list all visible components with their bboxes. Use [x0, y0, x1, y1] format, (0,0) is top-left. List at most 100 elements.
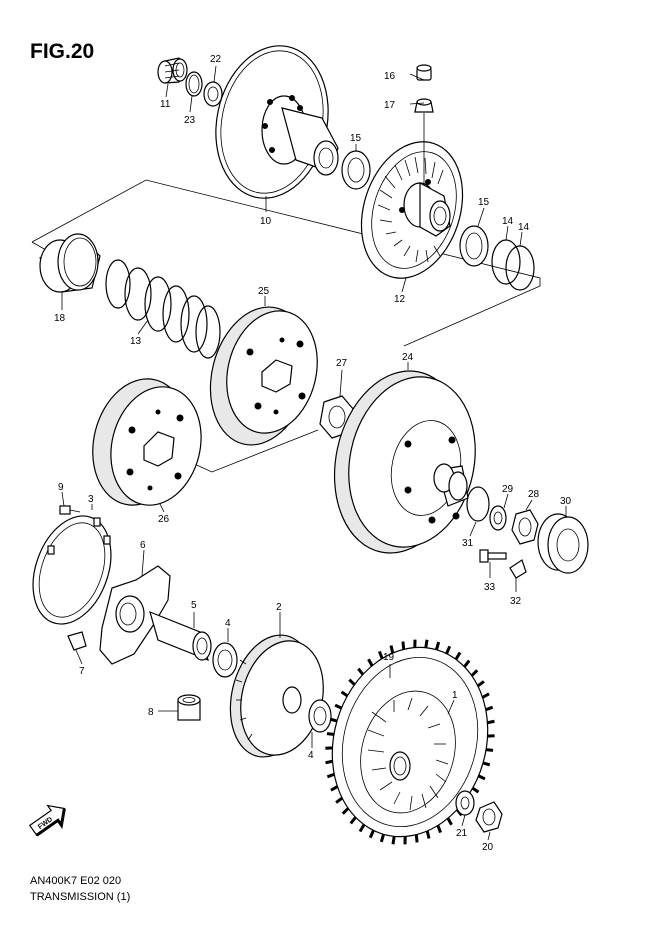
gear-tooth	[425, 830, 431, 839]
gear-tooth	[436, 824, 442, 834]
callout-3: 3	[88, 494, 94, 505]
part-15-oil-seal-lower	[459, 225, 489, 267]
callout-22: 22	[210, 54, 222, 65]
gear-tooth	[487, 719, 495, 725]
part-17-nut	[414, 98, 434, 113]
part-10-fixed-drive-face	[215, 45, 339, 199]
figure-title: FIG.20	[30, 40, 95, 63]
part-29-washer	[489, 505, 507, 531]
gear-tooth	[477, 774, 486, 781]
callout-19: 19	[383, 652, 395, 663]
gear-tooth	[481, 692, 490, 699]
part-20-nut	[475, 801, 503, 833]
callout-33: 33	[484, 582, 496, 593]
callout-14b: 14	[518, 222, 530, 233]
callout-1: 1	[452, 690, 458, 701]
gear-tooth	[330, 785, 339, 792]
part-5-sleeve	[149, 610, 212, 662]
callout-20: 20	[482, 842, 494, 853]
gear-tooth	[378, 650, 384, 660]
part-28-nut	[511, 509, 539, 545]
callout-16: 16	[384, 71, 396, 82]
gear-tooth	[326, 732, 335, 736]
part-13-clutch-spring	[105, 259, 221, 359]
part-30-bearing	[537, 513, 589, 574]
gear-tooth	[471, 786, 480, 794]
part-4-oil-seal-upper	[212, 642, 238, 678]
part-18-spring-seat	[39, 233, 101, 293]
gear-tooth	[391, 836, 396, 845]
callout-29: 29	[502, 484, 514, 495]
part-21-washer	[455, 790, 475, 816]
part-32-lock-washer	[509, 559, 527, 579]
callout-5: 5	[191, 600, 197, 611]
gear-tooth	[379, 833, 385, 843]
gear-tooth	[334, 703, 343, 710]
part-4-oil-seal-lower	[308, 699, 332, 733]
part-12-driven-face-assembly	[360, 113, 464, 279]
gear-tooth	[326, 772, 335, 779]
gear-tooth	[414, 834, 419, 843]
callout-9: 9	[58, 482, 64, 493]
gear-tooth	[340, 690, 349, 698]
part-31-o-ring	[466, 486, 490, 522]
gear-tooth	[329, 717, 338, 723]
callout-32: 32	[510, 596, 522, 607]
callout-17: 17	[384, 100, 396, 111]
callout-28: 28	[528, 489, 540, 500]
callout-7: 7	[79, 666, 85, 677]
callout-26: 26	[158, 514, 170, 525]
figure-caption: TRANSMISSION (1)	[30, 891, 131, 903]
part-25-clutch-shoe-upper	[209, 306, 318, 446]
callout-24: 24	[402, 352, 414, 363]
part-23-snap-ring	[185, 71, 203, 97]
gear-tooth	[446, 817, 453, 826]
callout-27: 27	[336, 358, 348, 369]
part-9-screw	[59, 505, 81, 515]
callout-12: 12	[394, 294, 406, 305]
gear-tooth	[454, 651, 462, 661]
part-7-clip	[67, 631, 87, 651]
callout-11: 11	[160, 99, 171, 110]
gear-tooth	[424, 639, 429, 648]
callout-6: 6	[140, 540, 146, 551]
callout-25: 25	[258, 286, 270, 297]
callout-13: 13	[130, 336, 142, 347]
gear-tooth	[476, 680, 485, 688]
callout-21: 21	[456, 828, 468, 839]
callout-14a: 14	[502, 216, 514, 227]
gear-tooth	[348, 678, 356, 686]
gear-tooth	[335, 796, 344, 804]
callout-23: 23	[184, 115, 196, 126]
gear-tooth	[368, 829, 375, 839]
part-3-ring	[32, 515, 112, 625]
gear-tooth	[401, 641, 406, 650]
leader-lines	[61, 65, 567, 841]
callout-8: 8	[148, 707, 154, 718]
part-2-movable-drive-face	[229, 634, 324, 758]
callout-10: 10	[260, 216, 272, 227]
gear-tooth	[357, 667, 365, 676]
gear-tooth	[341, 807, 350, 815]
gear-tooth	[463, 659, 471, 668]
callout-18: 18	[54, 313, 66, 324]
model-code: AN400K7 E02 020	[30, 875, 122, 887]
gear-tooth	[485, 705, 494, 712]
part-15-oil-seal-upper	[341, 150, 371, 190]
callout-31: 31	[462, 538, 474, 549]
gear-tooth	[470, 669, 479, 677]
part-24-clutch-housing	[333, 370, 476, 554]
callout-4a: 4	[225, 618, 231, 629]
gear-tooth	[325, 759, 333, 765]
group-bracket-outline	[31, 179, 541, 473]
gear-tooth	[389, 645, 395, 654]
gear-tooth	[485, 748, 494, 752]
gear-tooth	[367, 658, 374, 667]
part-8-collar	[177, 694, 201, 721]
callout-15a: 15	[350, 133, 362, 144]
callout-4b: 4	[308, 750, 314, 761]
gear-tooth	[482, 761, 491, 767]
callout-2: 2	[276, 602, 282, 613]
